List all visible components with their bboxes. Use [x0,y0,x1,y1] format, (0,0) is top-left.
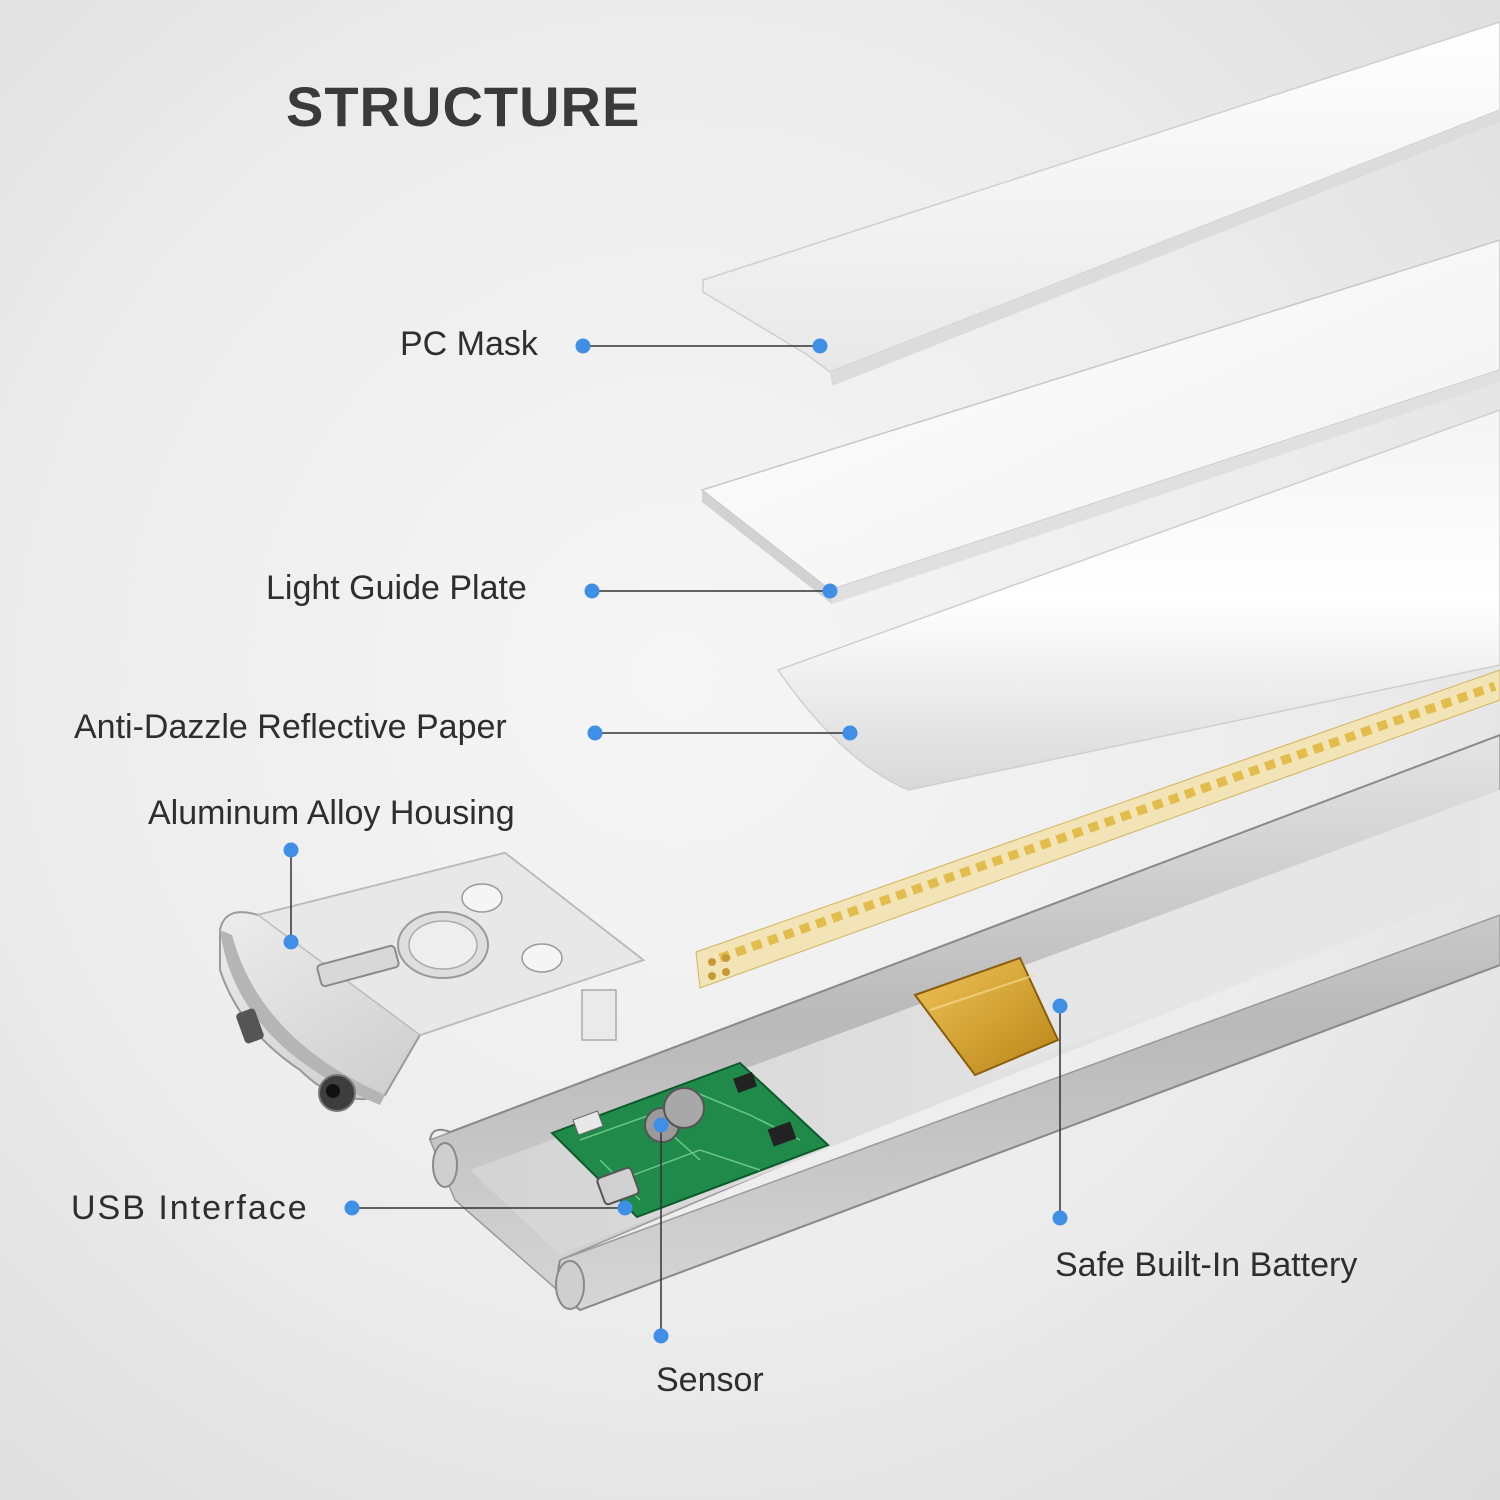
battery-dot-top [1052,998,1068,1014]
reflective-paper-part [776,409,1500,791]
reflective-paper-dot-start [587,725,603,741]
usb-dot-end [617,1200,633,1216]
pcb-board [550,1061,830,1219]
pc-mask-dot-start [575,338,591,354]
sensor-dot-bottom [653,1328,669,1344]
housing-dot-top [283,842,299,858]
usb-dot-start [344,1200,360,1216]
callout-dots [283,338,1068,1344]
label-light-guide-plate: Light Guide Plate [266,569,527,607]
page-title: STRUCTURE [286,75,641,138]
end-cap-part [219,851,646,1112]
led-strip-part [695,669,1500,989]
label-battery: Safe Built-In Battery [1055,1246,1358,1284]
light-guide-plate-part [700,239,1500,604]
callout-lines [290,345,1061,1336]
pc-mask-part [702,21,1500,386]
sensor-dot-top [653,1117,669,1133]
light-guide-dot-end [822,583,838,599]
label-sensor: Sensor [656,1361,764,1399]
label-aluminum-housing: Aluminum Alloy Housing [148,794,515,832]
battery-part [913,956,1060,1077]
label-anti-dazzle-paper: Anti-Dazzle Reflective Paper [74,708,507,746]
pc-mask-dot-end [812,338,828,354]
housing-dot-bottom [283,934,299,950]
light-guide-dot-start [584,583,600,599]
label-usb-interface: USB Interface [71,1189,309,1227]
reflective-paper-dot-end [842,725,858,741]
label-pc-mask: PC Mask [400,325,538,363]
battery-dot-bottom [1052,1210,1068,1226]
